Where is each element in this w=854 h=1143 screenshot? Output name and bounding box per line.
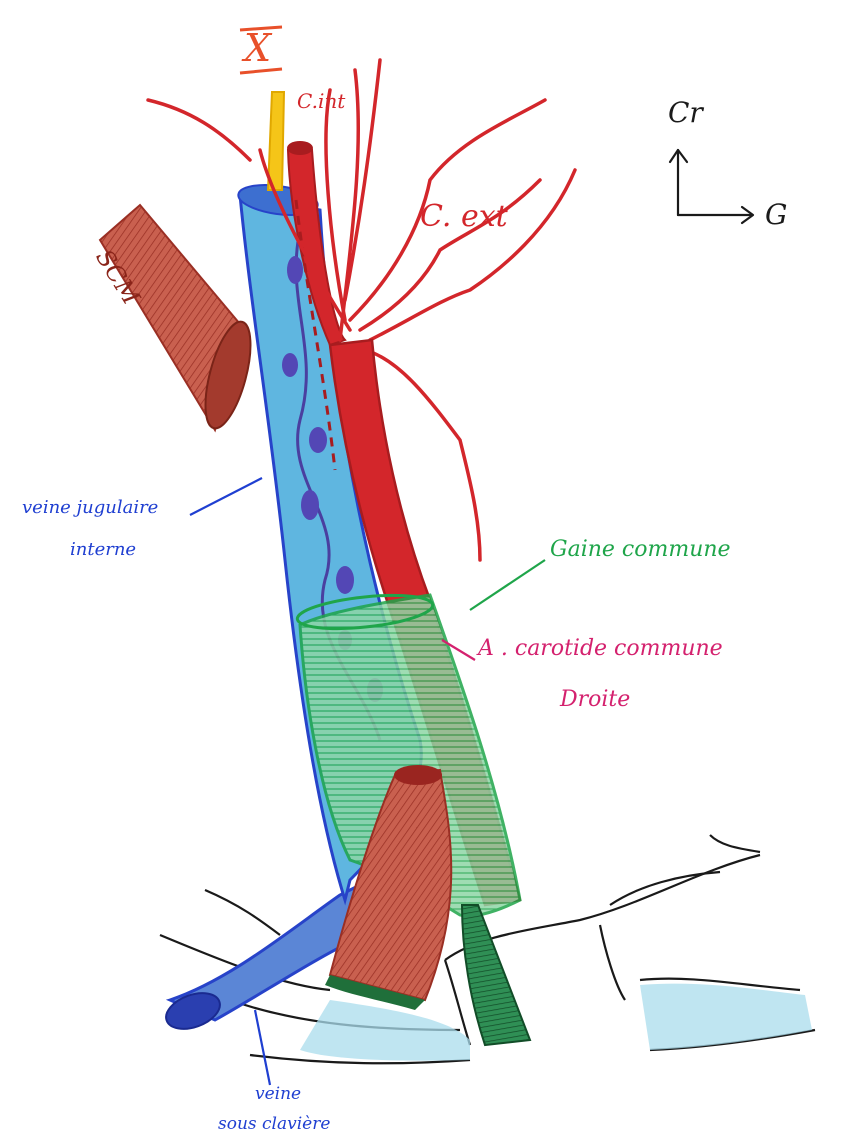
internal-carotid-label: C.int — [297, 90, 345, 112]
rib-shading — [640, 984, 812, 1050]
vagus-nerve-x — [268, 92, 284, 190]
orientation-up-label: Cr — [668, 98, 703, 129]
carotid-label-line1: A . carotide commune — [478, 637, 723, 661]
external-carotid-label: C. ext — [420, 200, 508, 233]
clavicle-shading — [300, 1000, 470, 1061]
orientation-right-label: G — [765, 200, 787, 231]
subclavian-label-line1: veine — [255, 1085, 301, 1104]
subclavian-label-line2: sous clavière — [218, 1115, 330, 1134]
jugular-label-line1: veine jugulaire — [22, 498, 158, 518]
nerve-x-label: X — [244, 28, 271, 70]
internal-carotid-cut — [287, 141, 313, 155]
scalene-cut — [394, 765, 442, 785]
green-fan-muscle — [462, 905, 530, 1045]
carotid-label-line2: Droite — [560, 688, 630, 712]
jugular-label-line2: interne — [70, 540, 136, 560]
sheath-label: Gaine commune — [550, 538, 731, 562]
orientation-compass — [670, 150, 753, 223]
